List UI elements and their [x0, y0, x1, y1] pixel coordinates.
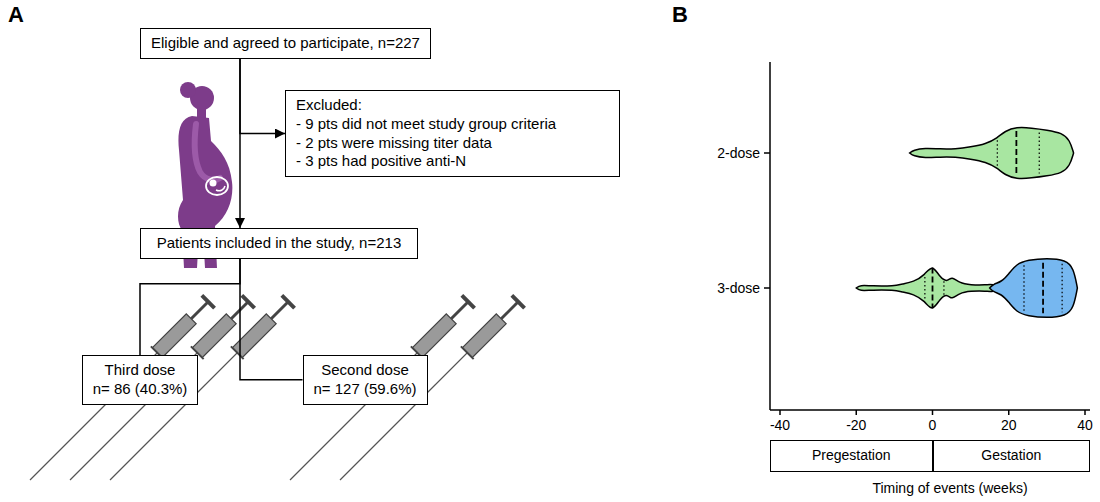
quartile-line — [932, 268, 934, 309]
y-tick — [764, 287, 770, 289]
box-text: - 2 pts were missing titer data — [296, 134, 609, 153]
panel-letter: B — [672, 2, 688, 27]
process-box: Eligible and agreed to participate, n=22… — [140, 28, 431, 59]
axis-tick-label: -20 — [846, 417, 866, 433]
quartile-line — [1062, 264, 1063, 312]
quartile-line — [1023, 265, 1024, 310]
box-heading: Pregestation — [775, 447, 928, 465]
x-tick — [1084, 410, 1086, 415]
axis-period-box: Gestation — [933, 440, 1091, 472]
group-box: Third dosen= 86 (40.3%) — [82, 355, 199, 405]
x-tick — [779, 410, 781, 415]
group-box: Second dosen= 127 (59.6%) — [303, 355, 428, 405]
axis-tick-label: 40 — [1077, 417, 1093, 433]
x-tick — [932, 410, 934, 415]
x-tick — [1008, 410, 1010, 415]
axis-period-box: Pregestation — [770, 440, 933, 472]
axis-tick-label: 0 — [929, 417, 937, 433]
box-heading: Gestation — [938, 447, 1086, 465]
box-heading: Third dose — [93, 361, 188, 380]
box-heading: Second dose — [314, 361, 417, 380]
branch-line — [240, 259, 303, 380]
quartile-line — [1042, 263, 1044, 313]
box-text: - 3 pts had positive anti-N — [296, 152, 609, 171]
box-text: - 9 pts did not meet study group criteri… — [296, 115, 609, 134]
violin-shape — [856, 268, 997, 308]
y-axis — [769, 62, 771, 410]
exclusion-box: Excluded:- 9 pts did not meet study grou… — [285, 90, 620, 177]
axis-category-label: 3-dose — [717, 280, 760, 296]
syringe-icons — [24, 295, 525, 486]
quartile-line — [943, 281, 944, 295]
x-axis — [770, 409, 1090, 411]
box-heading: Excluded: — [296, 96, 609, 115]
axis-category-label: 2-dose — [717, 145, 760, 161]
quartile-line — [1015, 131, 1017, 175]
axis-title: Timing of events (weeks) — [872, 480, 1027, 496]
axis-tick-label: -40 — [770, 417, 790, 433]
box-heading: Patients included in the study, n=213 — [151, 234, 407, 253]
violin-chart — [764, 62, 1090, 415]
panel-letter: A — [8, 2, 24, 27]
process-box: Patients included in the study, n=213 — [140, 228, 418, 259]
y-tick — [764, 152, 770, 154]
branch-line — [140, 259, 240, 355]
box-text: n= 127 (59.6%) — [314, 380, 417, 399]
quartile-line — [997, 140, 998, 166]
violin-shape — [990, 259, 1078, 318]
quartile-line — [924, 277, 925, 299]
box-text: n= 86 (40.3%) — [93, 380, 188, 399]
quartile-line — [1039, 133, 1040, 174]
violin-shape — [910, 128, 1074, 179]
x-tick — [856, 410, 858, 415]
flow-arrow — [240, 59, 285, 134]
box-heading: Eligible and agreed to participate, n=22… — [151, 34, 420, 53]
axis-tick-label: 20 — [1001, 417, 1017, 433]
